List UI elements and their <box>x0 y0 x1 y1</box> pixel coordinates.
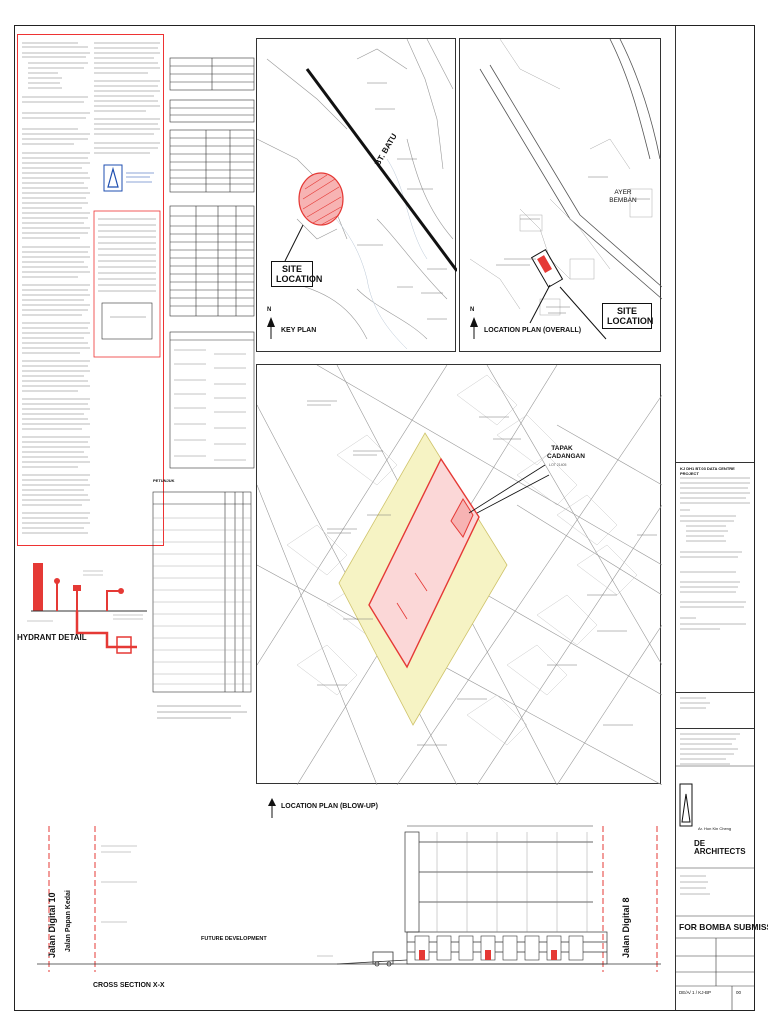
key-plan-panel: SITE LOCATION BT. BATU N KEY PLAN <box>256 38 457 352</box>
revision-number: 00 <box>736 990 742 995</box>
project-title: KJ DH1 BT.03 DATA CENTRE PROJECT <box>680 466 735 476</box>
location-overall-area-label: AYER BEMBAN <box>609 189 637 204</box>
location-blowup-panel: TAPAK CADANGAN LOT 21405 <box>256 364 662 785</box>
architect-firm: DE ARCHITECTS <box>694 839 746 856</box>
title-block-text <box>676 477 755 1010</box>
road-left-sub-label: Jalan Papan Kedai <box>65 890 72 952</box>
notes-panel <box>17 34 164 546</box>
cross-section-drawing <box>37 825 661 972</box>
hydrant-drawing <box>27 563 147 654</box>
tables-panel <box>166 34 256 474</box>
blowup-caption: LOCATION PLAN (BLOW-UP) <box>281 803 378 810</box>
future-development-label: FUTURE DEVELOPMENT <box>201 936 267 942</box>
architect-stamp <box>103 164 154 192</box>
location-overall-map <box>469 39 662 340</box>
cross-section: Jalan Digital 10 Jalan Papan Kedai Jalan… <box>17 822 661 1008</box>
blowup-lot-label: LOT 21405 <box>549 463 567 467</box>
legend-heading: PETUNJUK <box>153 478 175 483</box>
architect-name: Ar. Hon Kin Cheng <box>698 826 732 831</box>
road-left-label: Jalan Digital 10 <box>47 892 57 958</box>
drawing-number: DE/A/ 1 / KJ-BP <box>679 990 712 995</box>
hydrant-caption: HYDRANT DETAIL <box>17 633 87 642</box>
key-plan-map <box>257 39 457 350</box>
legend-table <box>152 491 252 719</box>
notes-subtable <box>93 210 161 358</box>
hydrant-detail: HYDRANT DETAIL <box>17 551 151 671</box>
title-block: KJ DH1 BT.03 DATA CENTRE PROJECT <box>675 26 768 1010</box>
blowup-tapak-label: TAPAK CADANGAN <box>547 445 585 460</box>
north-arrow-overall: N <box>470 307 475 313</box>
location-overall-caption: LOCATION PLAN (OVERALL) <box>484 327 582 334</box>
north-arrow-key-plan: N <box>267 307 272 313</box>
architect-logo-icon <box>679 783 693 827</box>
submission-label: FOR BOMBA SUBMISSION <box>679 922 768 932</box>
notes-text-lines <box>22 42 161 534</box>
legend-panel: PETUNJUK <box>151 478 255 778</box>
location-overall-site-label: SITE LOCATION <box>602 303 653 329</box>
drawing-sheet: PETUNJUK <box>14 25 768 1011</box>
key-plan-caption: KEY PLAN <box>281 327 317 334</box>
tables-graphics <box>169 57 255 469</box>
location-blowup-map <box>257 365 662 785</box>
north-arrow-blowup <box>267 796 277 818</box>
location-overall-panel: AYER BEMBAN SITE LOCATION N LOCATION PLA… <box>459 38 662 352</box>
road-right-label: Jalan Digital 8 <box>621 897 631 958</box>
cross-section-caption: CROSS SECTION X-X <box>93 982 165 989</box>
key-plan-site-label: SITE LOCATION <box>271 261 322 287</box>
